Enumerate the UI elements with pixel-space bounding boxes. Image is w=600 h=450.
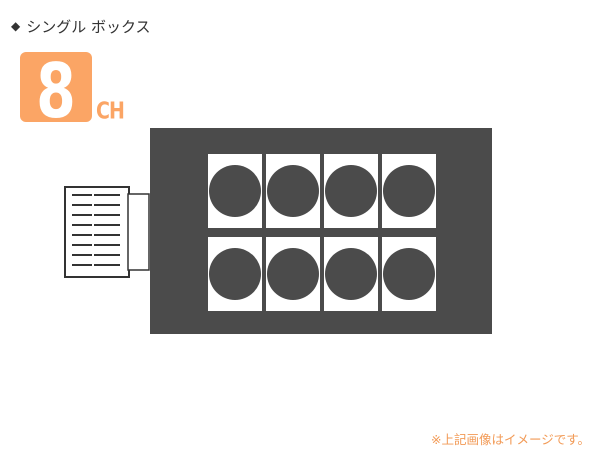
- xlr-socket: [382, 154, 436, 228]
- xlr-socket: [382, 237, 436, 311]
- xlr-socket: [266, 237, 320, 311]
- xlr-socket: [208, 154, 262, 228]
- connector-pin: [72, 244, 92, 246]
- xlr-socket: [208, 237, 262, 311]
- socket-hole-icon: [267, 248, 319, 300]
- connector-pin: [72, 204, 92, 206]
- socket-hole-icon: [383, 165, 435, 217]
- socket-hole-icon: [209, 248, 261, 300]
- diamond-icon: ◆: [11, 19, 21, 33]
- section-heading: ◆ シングル ボックス: [11, 16, 151, 36]
- connector-pin: [94, 214, 120, 216]
- multi-pin-connector-icon: [64, 186, 150, 278]
- connector-pin: [72, 194, 92, 196]
- connector-pin: [94, 254, 120, 256]
- connector-pin: [94, 234, 120, 236]
- stage-box: [150, 128, 492, 334]
- socket-hole-icon: [325, 248, 377, 300]
- connector-pin: [72, 264, 92, 266]
- connector-pin: [72, 234, 92, 236]
- channel-count-graphic: 8: [36, 52, 76, 122]
- connector-pin: [72, 224, 92, 226]
- connector-pin: [94, 264, 120, 266]
- connector-pin: [94, 224, 120, 226]
- socket-hole-icon: [325, 165, 377, 217]
- connector-pin: [94, 194, 120, 196]
- section-title: シングル ボックス: [26, 17, 151, 36]
- xlr-socket: [324, 154, 378, 228]
- channel-count-badge: 8: [20, 52, 92, 122]
- connector-pin: [94, 244, 120, 246]
- connector-pin: [94, 204, 120, 206]
- channel-count: 8: [36, 52, 76, 122]
- xlr-socket: [324, 237, 378, 311]
- channel-unit: CH: [96, 98, 125, 125]
- socket-hole-icon: [267, 165, 319, 217]
- image-disclaimer: ※上記画像はイメージです。: [431, 432, 590, 447]
- xlr-socket: [266, 154, 320, 228]
- connector-pin: [72, 214, 92, 216]
- socket-hole-icon: [383, 248, 435, 300]
- socket-hole-icon: [209, 165, 261, 217]
- connector-pins: [72, 194, 120, 266]
- connector-pin: [72, 254, 92, 256]
